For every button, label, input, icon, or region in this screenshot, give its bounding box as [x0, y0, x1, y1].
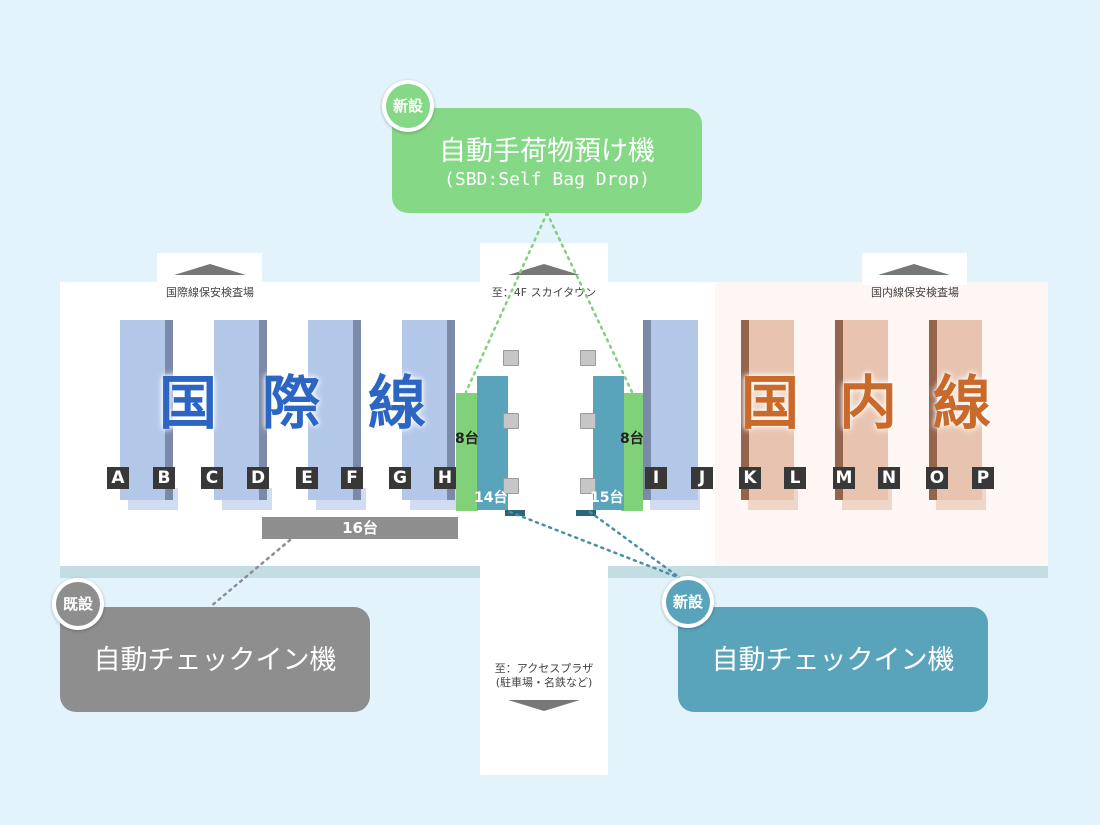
pillar-base-shadow	[505, 510, 525, 516]
pillar-side	[165, 320, 173, 500]
counter-label: A	[107, 467, 129, 489]
counter-label: P	[972, 467, 994, 489]
sbd-block-left	[456, 393, 478, 511]
new-badge: 新設	[382, 80, 434, 132]
pillar-side	[353, 320, 361, 500]
new-checkin-leader-right	[588, 510, 682, 580]
zone-char-domestic: 内	[838, 369, 897, 437]
kiosk-icon	[503, 350, 519, 366]
counter-label: N	[878, 467, 900, 489]
zone-char-international: 国	[158, 369, 217, 437]
counter-label: M	[833, 467, 855, 489]
sbd-count-right: 8台	[620, 431, 644, 447]
sbd-count-left: 8台	[455, 431, 479, 447]
access-plaza-sublabel: (駐車場・名鉄など)	[495, 676, 593, 689]
arrow-down-icon	[508, 700, 580, 711]
domestic-security-label: 国内線保安検査場	[871, 286, 959, 299]
new-checkin-title: 自動チェックイン機	[711, 645, 955, 676]
new-checkin-count-right: 15台	[590, 490, 624, 506]
kiosk-icon	[580, 413, 596, 429]
counter-label: G	[389, 467, 411, 489]
kiosk-icon	[503, 413, 519, 429]
sbd-callout-subtitle: (SBD:Self Bag Drop)	[444, 169, 650, 190]
counter-label: L	[784, 467, 806, 489]
counter-label: F	[341, 467, 363, 489]
new-badge: 新設	[662, 576, 714, 628]
arrow-up-icon	[174, 264, 246, 275]
arrow-up-icon	[878, 264, 950, 275]
arrow-up-icon	[508, 264, 580, 275]
zone-char-international: 線	[367, 369, 426, 437]
counter-label: C	[201, 467, 223, 489]
access-plaza-corridor	[480, 566, 608, 775]
new-badge-label: 新設	[666, 580, 710, 624]
existing-badge: 既設	[52, 578, 104, 630]
existing-checkin-title: 自動チェックイン機	[93, 645, 337, 676]
new-checkin-pillar-left	[477, 376, 508, 510]
counter-label: D	[247, 467, 269, 489]
sbd-callout: 自動手荷物預け機 (SBD:Self Bag Drop)	[392, 108, 702, 213]
existing-checkin-bar: 16台	[262, 517, 458, 539]
pillar-base-shadow	[576, 510, 596, 516]
sbd-block-right	[621, 393, 643, 511]
sbd-leader-right	[545, 211, 634, 394]
counter-label: H	[434, 467, 456, 489]
sbd-callout-title: 自動手荷物預け機	[439, 136, 655, 167]
counter-label: I	[645, 467, 667, 489]
existing-checkin-callout: 自動チェックイン機	[60, 607, 370, 712]
new-checkin-leader-left	[508, 510, 682, 580]
existing-badge-label: 既設	[56, 582, 100, 626]
kiosk-icon	[503, 478, 519, 494]
new-badge-label: 新設	[386, 84, 430, 128]
counter-label: O	[926, 467, 948, 489]
new-checkin-count-left: 14台	[474, 490, 508, 506]
counter-label: B	[153, 467, 175, 489]
counter-label: J	[691, 467, 713, 489]
new-checkin-pillar-right	[593, 376, 624, 510]
pillar-side	[259, 320, 267, 500]
access-plaza-label: 至：アクセスプラザ	[494, 662, 594, 675]
pillar-side	[741, 320, 749, 500]
pillar-side	[643, 320, 651, 500]
existing-leader	[208, 538, 292, 609]
international-security-label: 国際線保安検査場	[166, 286, 254, 299]
zone-char-international: 際	[261, 369, 320, 437]
pillar-side	[447, 320, 455, 500]
kiosk-icon	[580, 478, 596, 494]
new-checkin-callout: 自動チェックイン機	[678, 607, 988, 712]
counter-label: E	[296, 467, 318, 489]
skytown-label: 至：4F スカイタウン	[491, 286, 597, 299]
pillar-side	[835, 320, 843, 500]
counter-label: K	[739, 467, 761, 489]
zone-char-domestic: 線	[932, 369, 991, 437]
sbd-leader-left	[464, 211, 549, 394]
zone-char-domestic: 国	[740, 369, 799, 437]
kiosk-icon	[580, 350, 596, 366]
pillar-side	[929, 320, 937, 500]
